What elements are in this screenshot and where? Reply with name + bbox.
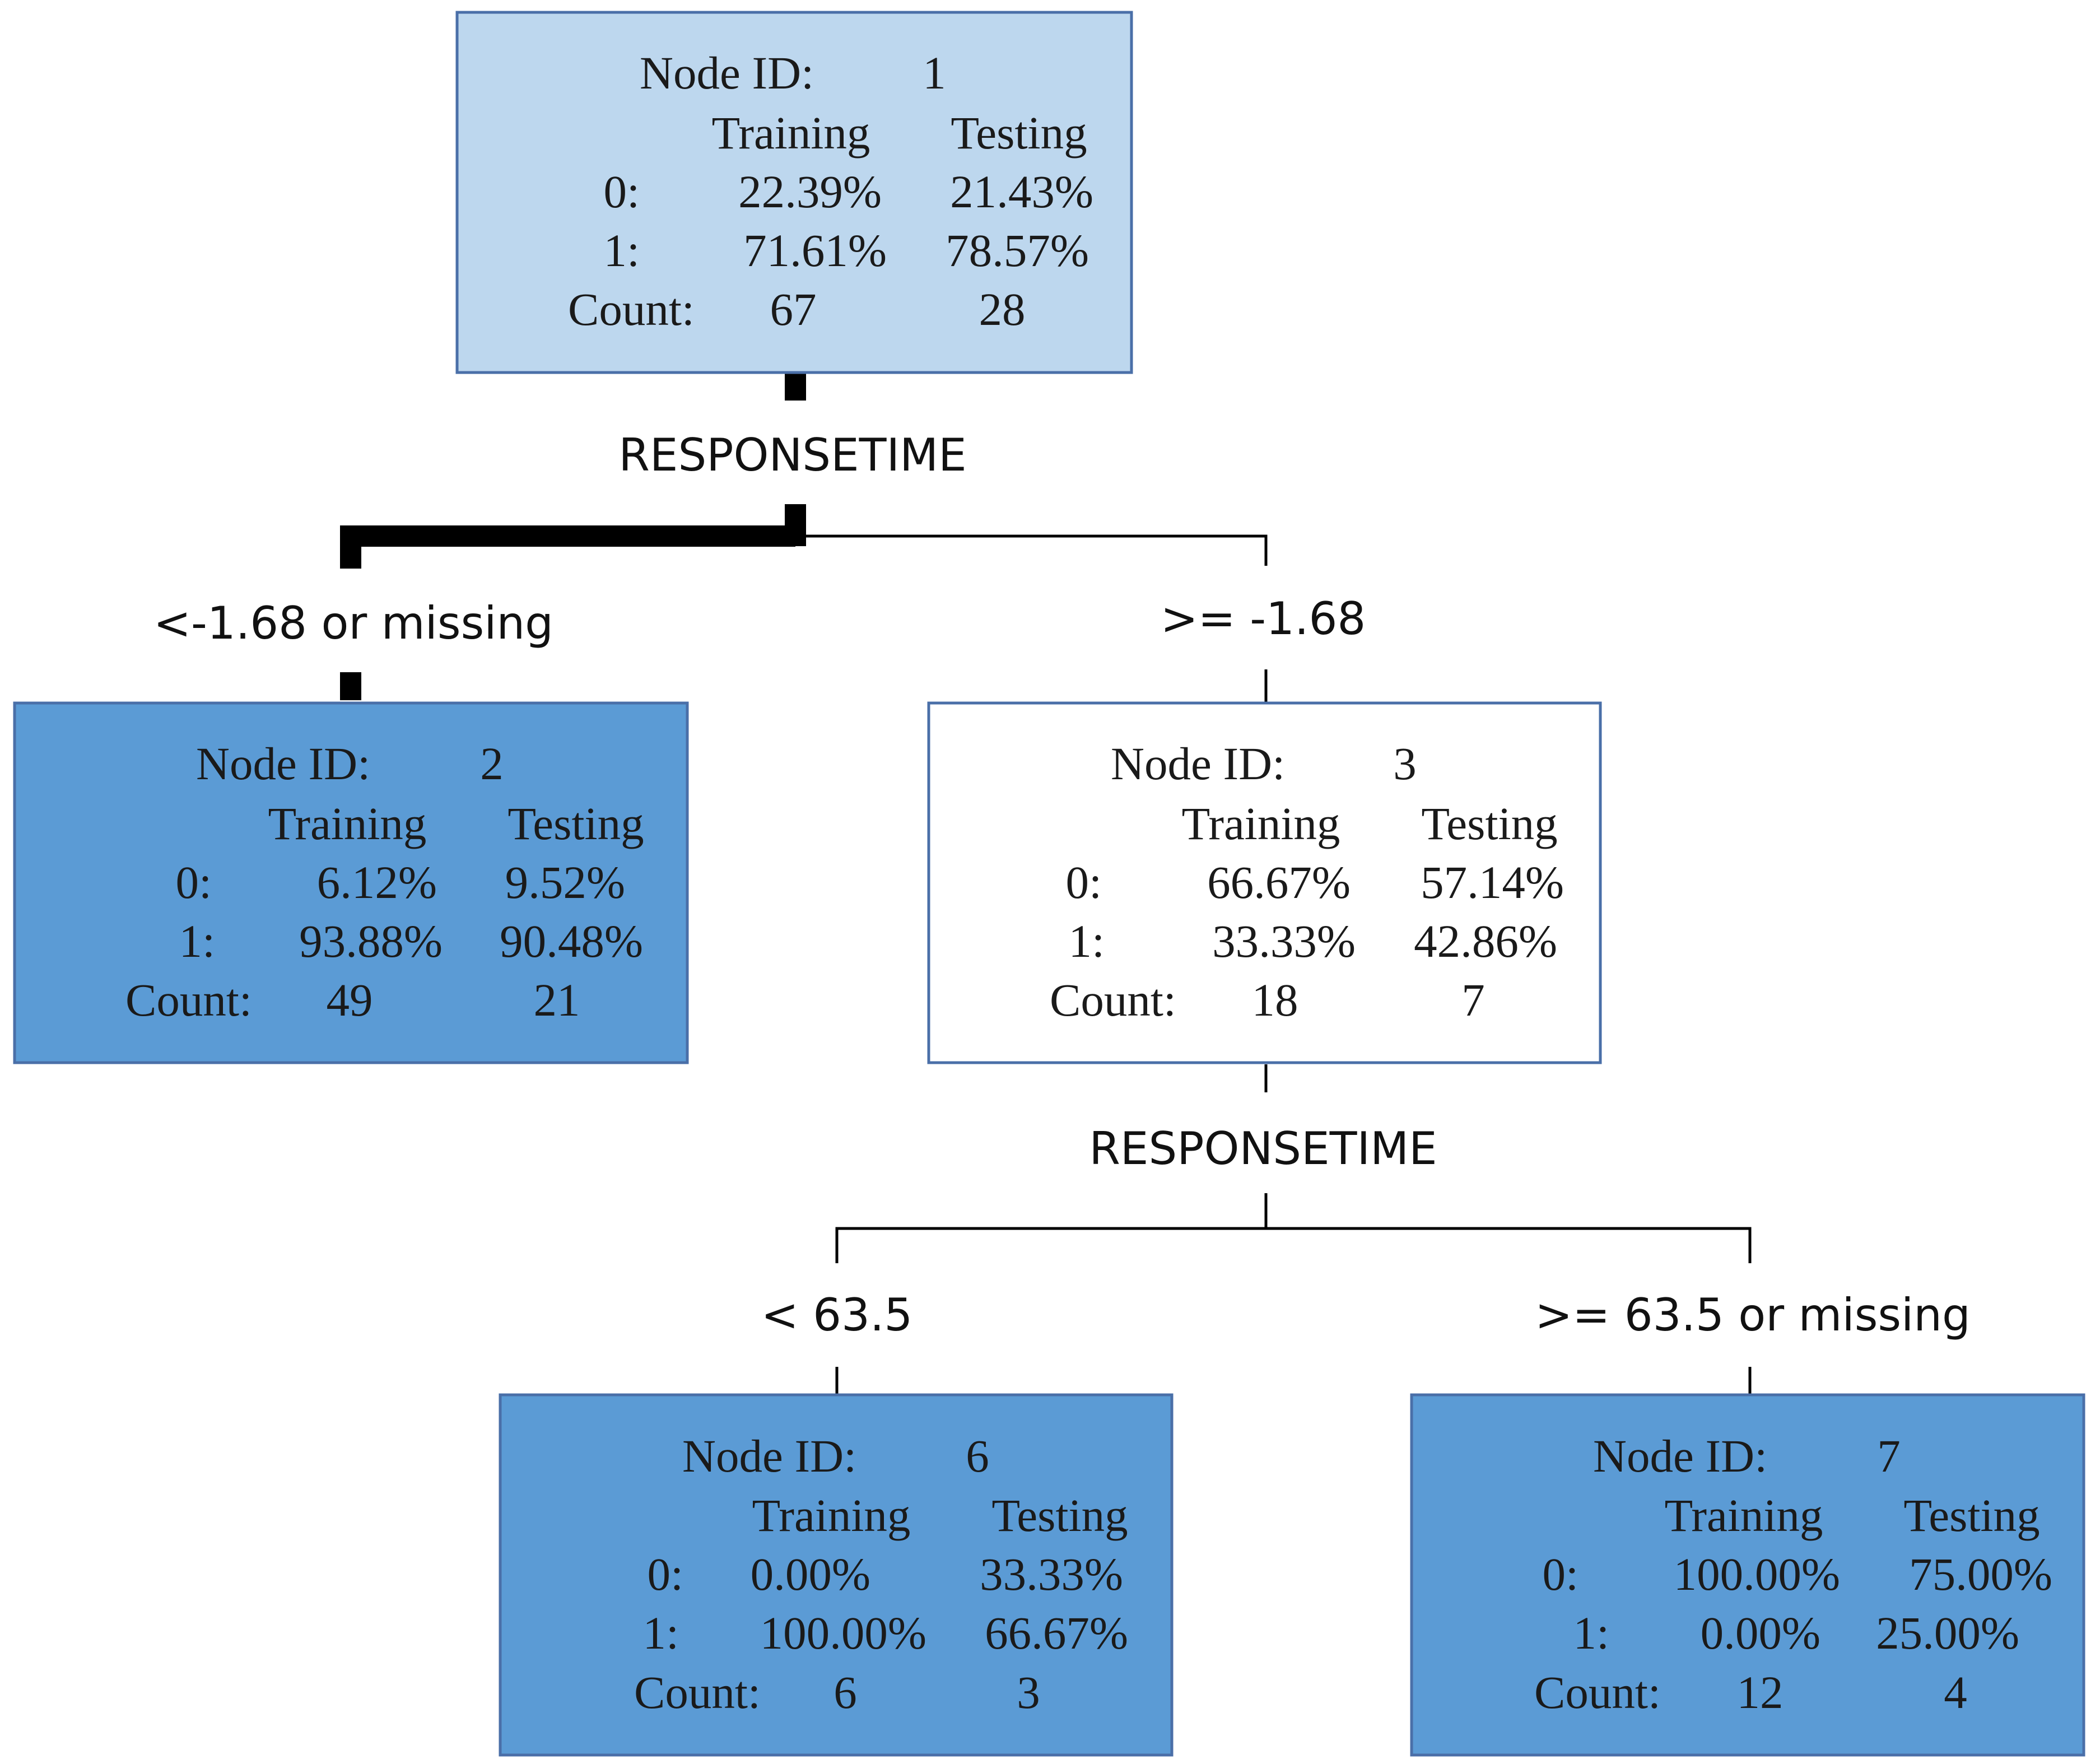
training-class-1: 100.00% [760, 1607, 926, 1659]
split-variable-label: RESPONSETIME [618, 429, 966, 481]
testing-count: 21 [534, 974, 580, 1026]
row-1-label: 1: [1573, 1607, 1609, 1659]
training-class-1: 71.61% [743, 225, 887, 276]
node-id-value: 6 [966, 1430, 989, 1482]
connectors [340, 373, 1752, 1395]
node-id-value: 1 [923, 47, 946, 99]
training-header: Training [1182, 798, 1340, 849]
testing-count: 4 [1944, 1667, 1967, 1718]
node-id-value: 3 [1393, 738, 1417, 789]
node-id-label: Node ID: [682, 1430, 856, 1482]
row-1-label: 1: [603, 225, 640, 276]
row-0-label: 0: [175, 857, 212, 908]
tree-node: Node ID: 3 Training Testing 0: 66.67% 57… [927, 701, 1602, 1064]
training-class-1: 93.88% [299, 915, 443, 967]
row-0-label: 0: [1065, 857, 1102, 908]
testing-count: 28 [979, 283, 1026, 335]
testing-header: Testing [991, 1490, 1128, 1541]
testing-class-0: 9.52% [505, 857, 625, 908]
training-count: 6 [834, 1667, 857, 1718]
row-0-label: 0: [603, 166, 640, 217]
count-label: Count: [634, 1667, 761, 1718]
split-labels: RESPONSETIME <-1.68 or missing >= -1.68 … [153, 429, 1971, 1341]
testing-count: 3 [1017, 1667, 1040, 1718]
node-id-label: Node ID: [640, 47, 814, 99]
training-count: 12 [1737, 1667, 1784, 1718]
training-count: 18 [1252, 974, 1298, 1026]
row-1-label: 1: [179, 915, 215, 967]
split-right-condition: >= -1.68 [1161, 593, 1366, 645]
row-1-label: 1: [1068, 915, 1105, 967]
training-class-0: 6.12% [317, 857, 437, 908]
testing-header: Testing [1903, 1490, 2040, 1541]
node-id-label: Node ID: [1593, 1430, 1767, 1482]
testing-class-0: 75.00% [1909, 1548, 2052, 1600]
testing-header: Testing [951, 107, 1087, 159]
testing-class-0: 57.14% [1421, 857, 1564, 908]
row-1-label: 1: [642, 1607, 679, 1659]
node-box [13, 701, 689, 1064]
node-id-label: Node ID: [196, 738, 370, 789]
training-header: Training [268, 798, 427, 849]
edge-split2-branches [835, 1227, 1752, 1263]
node-box [1410, 1393, 2085, 1757]
node-box [455, 11, 1133, 374]
row-0-label: 0: [1542, 1548, 1579, 1600]
testing-class-1: 66.67% [985, 1607, 1128, 1659]
testing-class-0: 33.33% [980, 1548, 1123, 1600]
split-variable-label: RESPONSETIME [1089, 1123, 1437, 1175]
training-class-0: 66.67% [1207, 857, 1351, 908]
row-0-label: 0: [647, 1548, 683, 1600]
node-id-value: 7 [1877, 1430, 1901, 1482]
tree-node: Node ID: 1 Training Testing 0: 22.39% 21… [455, 11, 1133, 374]
tree-node: Node ID: 6 Training Testing 0: 0.00% 33.… [499, 1393, 1174, 1757]
training-count: 49 [327, 974, 373, 1026]
training-class-0: 0.00% [751, 1548, 870, 1600]
training-header: Training [1665, 1490, 1823, 1541]
testing-class-1: 90.48% [500, 915, 643, 967]
training-header: Training [712, 107, 870, 159]
training-class-0: 22.39% [738, 166, 882, 217]
node-id-value: 2 [480, 738, 504, 789]
testing-header: Testing [507, 798, 644, 849]
split-left-condition: <-1.68 or missing [153, 597, 553, 649]
testing-class-1: 42.86% [1414, 915, 1557, 967]
count-label: Count: [1050, 974, 1176, 1026]
testing-class-1: 25.00% [1876, 1607, 2019, 1659]
training-count: 67 [770, 283, 817, 335]
count-label: Count: [125, 974, 252, 1026]
node-box [927, 701, 1602, 1064]
count-label: Count: [568, 283, 695, 335]
training-header: Training [752, 1490, 911, 1541]
edge-split1-right-branch [805, 534, 1268, 566]
split-left-condition: < 63.5 [761, 1289, 913, 1341]
testing-header: Testing [1421, 798, 1557, 849]
training-class-0: 100.00% [1674, 1548, 1840, 1600]
testing-count: 7 [1461, 974, 1485, 1026]
training-class-1: 33.33% [1212, 915, 1356, 967]
split-right-condition: >= 63.5 or missing [1535, 1289, 1971, 1341]
tree-node: Node ID: 2 Training Testing 0: 6.12% 9.5… [13, 701, 689, 1064]
node-box [499, 1393, 1174, 1757]
node-id-label: Node ID: [1111, 738, 1285, 789]
testing-class-0: 21.43% [950, 166, 1093, 217]
count-label: Count: [1534, 1667, 1661, 1718]
tree-node: Node ID: 7 Training Testing 0: 100.00% 7… [1410, 1393, 2085, 1757]
testing-class-1: 78.57% [946, 225, 1089, 276]
training-class-1: 0.00% [1701, 1607, 1820, 1659]
